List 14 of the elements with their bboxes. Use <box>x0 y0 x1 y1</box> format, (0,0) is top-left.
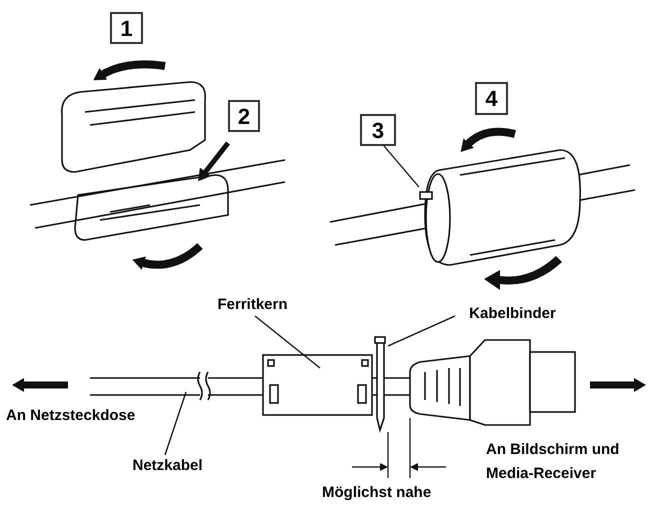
leader-line <box>254 316 320 368</box>
annotation-text: An Bildschirm und Media-Receiver <box>486 440 620 484</box>
annotation-text: An Netzsteckdose <box>6 406 136 426</box>
annotation-text: Möglichst nahe <box>322 483 432 503</box>
step-number-box: 4 <box>475 82 508 115</box>
part-label: Netzkabel <box>120 455 215 477</box>
leader-line <box>388 315 456 347</box>
step-number-box: 1 <box>110 12 143 44</box>
leader-line <box>164 392 187 456</box>
step-number-box: 2 <box>228 100 260 132</box>
part-label: Ferritkern <box>205 294 300 316</box>
leader-line <box>384 146 420 188</box>
step-number-box: 3 <box>360 114 396 146</box>
part-label: Kabelbinder <box>455 303 570 325</box>
